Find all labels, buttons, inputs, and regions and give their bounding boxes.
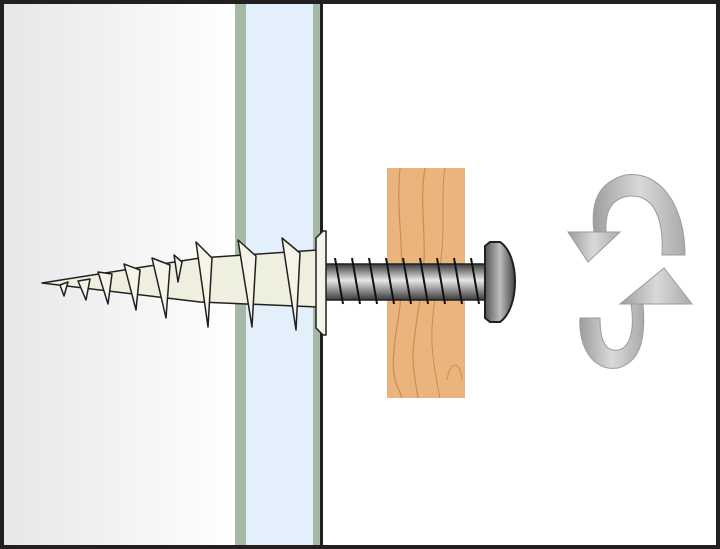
self-drilling-anchor-icon	[41, 230, 327, 336]
screw-icon	[324, 241, 516, 323]
rotate-arrows-icon	[567, 174, 694, 369]
